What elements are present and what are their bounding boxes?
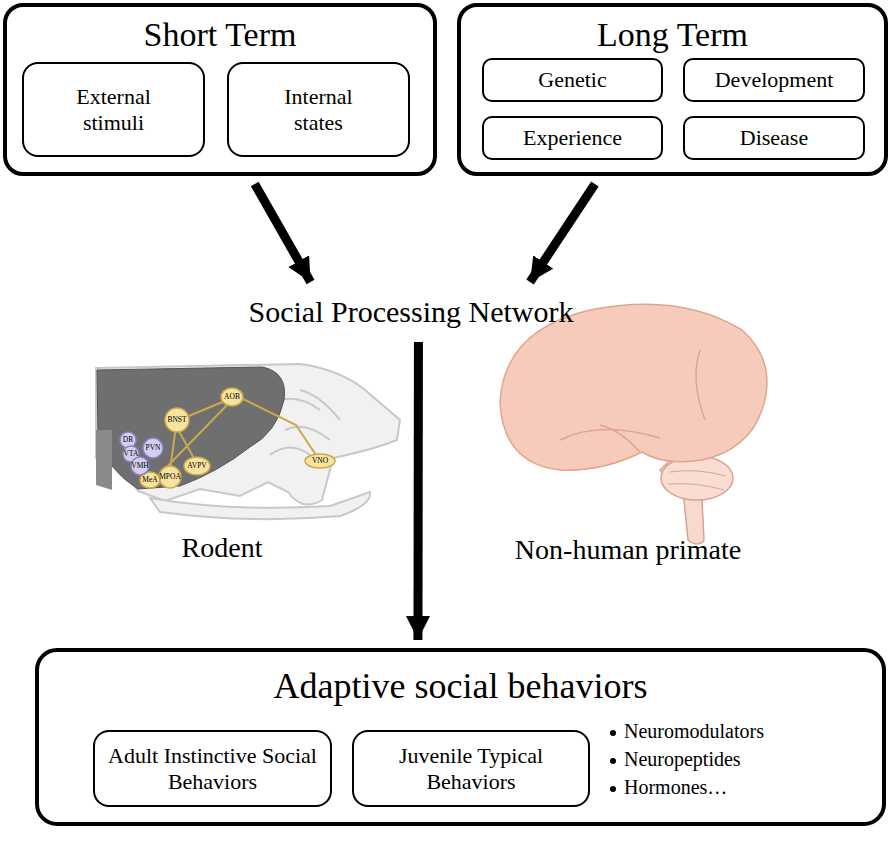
brain-region-label: VMH bbox=[131, 462, 149, 470]
bullet-item: Hormones… bbox=[624, 776, 727, 799]
group-title: Adaptive social behaviors bbox=[39, 666, 882, 707]
box-label: Disease bbox=[740, 125, 808, 150]
brain-region-label: VTA bbox=[124, 450, 139, 458]
box-label: External stimuli bbox=[54, 84, 174, 135]
process-box: Internal states bbox=[227, 62, 410, 157]
group-title: Long Term bbox=[461, 15, 884, 54]
bullet-item: Neuropeptides bbox=[624, 748, 741, 771]
bullet-dot bbox=[610, 758, 616, 764]
box-label: Development bbox=[715, 67, 834, 92]
brain-region-label: AVPV bbox=[187, 462, 206, 470]
brain-region-label: BNST bbox=[167, 416, 186, 424]
brain-region-label: MeA bbox=[142, 476, 157, 484]
process-box: External stimuli bbox=[22, 62, 205, 157]
group-title: Short Term bbox=[7, 15, 433, 54]
flow-arrow bbox=[255, 184, 311, 282]
bullet-item: Neuromodulators bbox=[624, 720, 764, 743]
bullet-dot bbox=[610, 730, 616, 736]
flow-arrow bbox=[530, 184, 595, 282]
bullet-dot bbox=[610, 786, 616, 792]
brain-region-label: AOB bbox=[224, 393, 240, 401]
species-label: Non-human primate bbox=[515, 536, 741, 564]
process-box: Experience bbox=[482, 116, 663, 160]
box-label: Genetic bbox=[538, 67, 606, 92]
primate-brain-illustration bbox=[500, 304, 767, 544]
flow-arrow bbox=[413, 342, 422, 640]
box-label: Internal states bbox=[259, 84, 379, 135]
process-box: Disease bbox=[683, 116, 865, 160]
behavior-group-box: Adult Instinctive Social Behaviors Juveni… bbox=[35, 648, 886, 826]
term-group-box: External stimuli Internal states Short Ter… bbox=[3, 3, 437, 176]
process-box: Juvenile Typical Behaviors bbox=[352, 730, 590, 807]
process-box: Genetic bbox=[482, 58, 663, 102]
box-label: Social Processing Network bbox=[249, 295, 574, 330]
box-label: Adult Instinctive Social Behaviors bbox=[108, 743, 318, 794]
network-label-node: Social Processing Network bbox=[225, 290, 597, 334]
box-label: Experience bbox=[523, 125, 622, 150]
process-box: Development bbox=[683, 58, 865, 102]
rodent-skull-illustration bbox=[96, 364, 400, 519]
brain-region-label: MPOA bbox=[159, 473, 181, 481]
species-label: Rodent bbox=[182, 534, 263, 562]
box-label: Juvenile Typical Behaviors bbox=[371, 743, 571, 794]
brain-region-label: DR bbox=[123, 436, 133, 444]
brain-region-label: PVN bbox=[145, 444, 160, 452]
term-group-box: Genetic DevelopmentExperience Disease Long … bbox=[457, 3, 888, 176]
brain-region-label: VNO bbox=[312, 457, 328, 465]
process-box: Adult Instinctive Social Behaviors bbox=[93, 730, 332, 807]
